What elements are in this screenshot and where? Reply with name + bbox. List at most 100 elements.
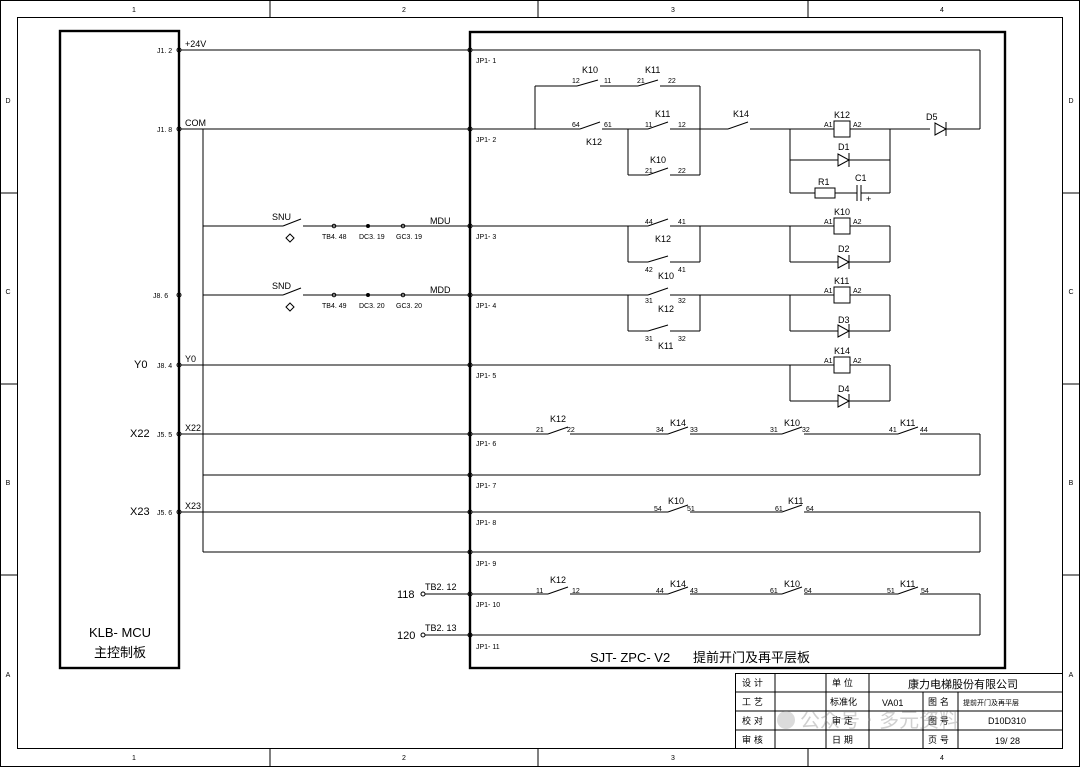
contact-label: K11 (788, 496, 803, 506)
contact-terminal: 12 (572, 78, 580, 85)
net-label: X23 (185, 501, 201, 511)
switch-label: SNU (272, 212, 291, 222)
coil-terminal: A2 (853, 219, 862, 226)
row3-network: 44 41 K12 42 41 K10 K10 A1 A2 D2 (472, 207, 891, 281)
col-label: 4 (940, 755, 944, 762)
audit-cell: 审 核 (742, 734, 763, 746)
contact-label: K14 (733, 109, 749, 119)
zpc-board-name: SJT- ZPC- V2 (590, 650, 670, 665)
external-terminals: 118 TB2. 12 120 TB2. 13 (397, 582, 470, 642)
row5-network: K14 A1 A2 D4 (472, 346, 891, 408)
contact-label: K10 (658, 271, 674, 281)
coil-terminal: A2 (853, 122, 862, 129)
net-side-label: X23 (130, 506, 150, 518)
contact-terminal: 11 (645, 122, 652, 129)
coil-terminal: A2 (853, 358, 862, 365)
row-label: D (5, 98, 10, 105)
pin-label: J8. 6 (153, 293, 168, 300)
terminal-label: DC3. 19 (359, 234, 385, 241)
capacitor-polarity: + (866, 194, 871, 204)
contact-label: K11 (658, 341, 673, 351)
contact-terminal: 51 (887, 588, 895, 595)
contact-terminal: 51 (687, 506, 695, 513)
net-side-label: Y0 (134, 359, 147, 371)
terminal-label: GC3. 19 (396, 234, 422, 241)
zpc-rails (472, 49, 981, 129)
jp-pin-label: JP1- 11 (476, 644, 500, 651)
fig-name-cell: 图 名 (928, 696, 949, 708)
contact-terminal: 41 (678, 219, 686, 226)
net-side-label: X22 (130, 428, 150, 440)
terminal-label: TB4. 49 (322, 303, 347, 310)
col-label: 2 (402, 755, 406, 762)
snu-switch: SNU TB4. 48 DC3. 19 GC3. 19 MDU (203, 212, 470, 243)
contact-label: K14 (670, 579, 686, 589)
wechat-icon (777, 711, 795, 729)
contact-terminal: 11 (536, 588, 543, 595)
contact-terminal: 61 (775, 506, 783, 513)
page-cell: 页 号 (928, 735, 949, 746)
net-label: MDD (430, 285, 451, 295)
contact-label: K10 (582, 65, 598, 75)
contact-terminal: 44 (645, 219, 653, 226)
terminal-label: GC3. 20 (396, 303, 422, 310)
terminal-number: 120 (397, 630, 415, 642)
zpc-board-desc: 提前开门及再平层板 (693, 650, 810, 666)
contact-terminal: 32 (678, 336, 686, 343)
col-label: 1 (132, 7, 136, 14)
contact-terminal: 31 (645, 298, 653, 305)
zpc-board: SJT- ZPC- V2 提前开门及再平层板 (468, 30, 1007, 670)
contact-terminal: 22 (678, 168, 686, 175)
contact-terminal: 44 (920, 427, 928, 434)
net-label: +24V (185, 39, 206, 49)
jp-pin-label: JP1- 7 (476, 483, 496, 490)
terminal-number: 118 (397, 589, 415, 601)
contact-terminal: 21 (536, 427, 544, 434)
jp-pin-label: JP1- 4 (476, 303, 496, 310)
coil-terminal: A1 (824, 219, 833, 226)
contact-label: K11 (900, 579, 915, 589)
col-label: 3 (671, 755, 675, 762)
contact-terminal: 22 (567, 427, 575, 434)
unit-cell: 单 位 (832, 677, 853, 689)
jp-pin-label: JP1- 6 (476, 441, 496, 448)
contact-terminal: 12 (572, 588, 580, 595)
net-label: MDU (430, 216, 451, 226)
jp-pin-label: JP1- 10 (476, 602, 500, 609)
contact-terminal: 64 (572, 122, 580, 129)
jp-pin-label: JP1- 9 (476, 561, 496, 568)
std-cell: 标准化 (830, 696, 857, 708)
col-label: 1 (132, 755, 136, 762)
contact-terminal: 54 (921, 588, 929, 595)
net-label: X22 (185, 423, 201, 433)
row-label: C (1068, 289, 1073, 296)
jp1-connector: JP1- 1 JP1- 2 JP1- 3 JP1- 4 JP1- 5 JP1- … (467, 47, 500, 651)
terminal-label: DC3. 20 (359, 303, 385, 310)
contact-terminal: 61 (604, 122, 612, 129)
contact-label: K12 (658, 304, 674, 314)
contact-terminal: 43 (690, 588, 698, 595)
coil-terminal: A1 (824, 358, 833, 365)
contact-label: K10 (784, 418, 800, 428)
switch-label: SND (272, 281, 292, 291)
contact-terminal: 21 (645, 168, 653, 175)
diode-label: D5 (926, 112, 938, 122)
contact-terminal: 31 (770, 427, 778, 434)
coil-terminal: A2 (853, 288, 862, 295)
title-block: 设 计 工 艺 校 对 审 核 单 位 标准化 审 定 日 期 康力电梯股份有限… (735, 673, 1063, 749)
company-name: 康力电梯股份有限公司 (908, 677, 1018, 691)
contact-terminal: 31 (645, 336, 653, 343)
row6-network: K12 21 22 K14 34 33 K10 31 32 K11 41 44 (472, 414, 981, 476)
diode-label: D1 (838, 142, 850, 152)
net-label: Y0 (185, 354, 196, 364)
snd-switch: SND TB4. 49 DC3. 20 GC3. 20 MDD (203, 281, 470, 312)
fig-no-cell: 图 号 (928, 716, 949, 727)
contact-terminal: 64 (806, 506, 814, 513)
contact-terminal: 34 (656, 427, 664, 434)
contact-label: K11 (645, 65, 660, 75)
contact-terminal: 32 (678, 298, 686, 305)
row-label: B (1069, 480, 1074, 487)
row-label: D (1068, 98, 1073, 105)
contact-label: K11 (655, 109, 670, 119)
